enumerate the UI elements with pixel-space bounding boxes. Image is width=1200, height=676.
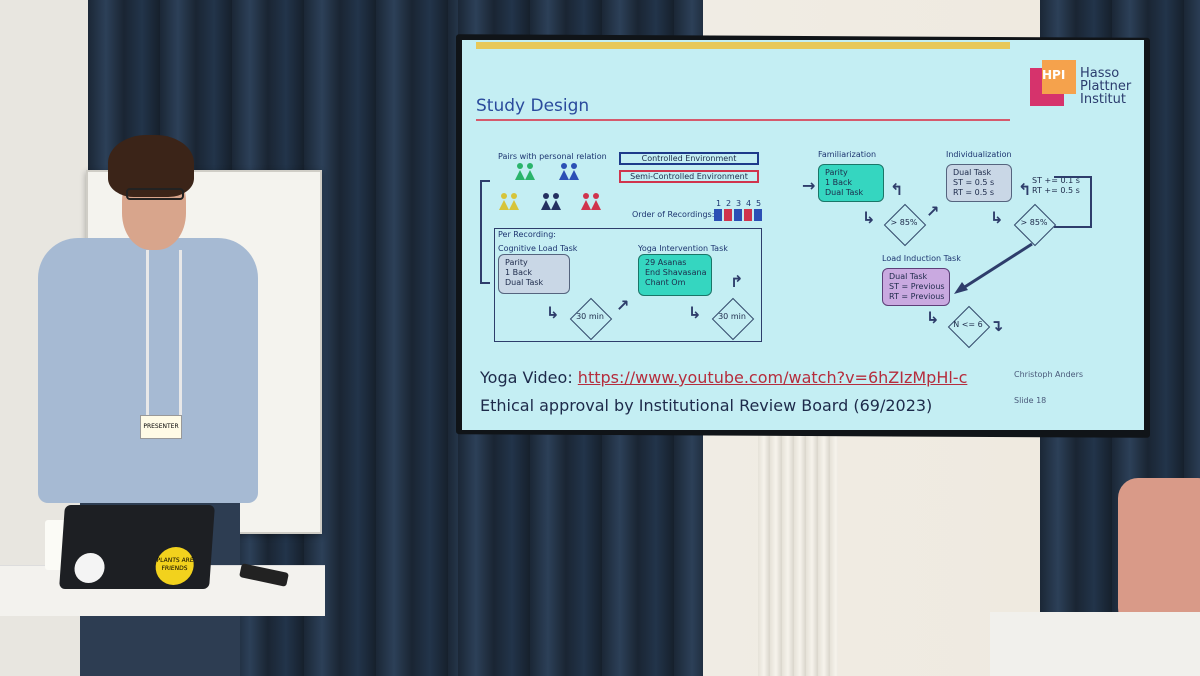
flow-arrow: ↗ <box>926 202 940 221</box>
loop-condition-diamond: N <= 6 <box>947 305 991 349</box>
threshold-diamond-2: > 85% <box>1013 203 1057 247</box>
pairs-figures <box>499 163 601 210</box>
flow-arrow: ↰ <box>1018 180 1032 199</box>
loop-back-line <box>1054 176 1092 228</box>
threshold-diamond-1: > 85% <box>883 203 927 247</box>
flow-arrow: ↳ <box>990 208 1004 227</box>
controlled-env-box: Controlled Environment <box>619 152 759 165</box>
per-recording-label: Per Recording: <box>498 230 556 239</box>
adjustment-text: ST += 0.1 s RT += 0.5 s <box>1032 176 1080 195</box>
lanyard <box>146 250 182 420</box>
slide-title: Study Design <box>476 96 590 116</box>
yoga-video-label: Yoga Video: <box>480 368 578 387</box>
per-recording-frame <box>494 228 762 342</box>
individualization-label: Individualization <box>946 150 1012 159</box>
laptop: PLANTS ARE FRIENDS <box>59 505 215 589</box>
pink-chair <box>1118 478 1200 628</box>
order-label: Order of Recordings: <box>632 210 715 219</box>
flow-arrow: ↳ <box>546 303 560 322</box>
load-induction-box: Dual Task ST = Previous RT = Previous <box>882 268 950 306</box>
yoga-task-label: Yoga Intervention Task <box>638 244 728 253</box>
radiator-column <box>758 430 838 676</box>
familiarization-label: Familiarization <box>818 150 877 159</box>
load-induction-label: Load Induction Task <box>882 254 961 263</box>
loop-bracket <box>480 180 490 284</box>
slide-number: Slide 18 <box>1014 396 1047 405</box>
flow-arrow: ↰ <box>890 180 904 199</box>
flow-arrow: ↗ <box>616 296 630 315</box>
pairs-label: Pairs with personal relation <box>498 152 607 161</box>
side-table <box>990 612 1200 676</box>
diagonal-arrow <box>954 242 1033 294</box>
flow-arrow: → <box>802 176 816 195</box>
laptop-sticker-round <box>73 553 106 583</box>
flow-arrow: ↱ <box>730 272 744 291</box>
yoga-video-line: Yoga Video: https://www.youtube.com/watc… <box>480 368 967 387</box>
cognitive-task-box: Parity 1 Back Dual Task <box>498 254 570 294</box>
slide-top-bar <box>476 42 1010 49</box>
flow-arrow: ↳ <box>862 208 876 227</box>
laptop-sticker: PLANTS ARE FRIENDS <box>154 547 195 585</box>
duration-diamond-2: 30 min <box>711 297 755 341</box>
individualization-box: Dual Task ST = 0.5 s RT = 0.5 s <box>946 164 1012 202</box>
flow-arrow: ↳ <box>926 308 940 327</box>
title-rule <box>476 119 1010 121</box>
author-name: Christoph Anders <box>1014 370 1084 379</box>
flow-arrow: ↳ <box>688 303 702 322</box>
semi-controlled-env-box: Semi-Controlled Environment <box>619 170 759 183</box>
familiarization-box: Parity 1 Back Dual Task <box>818 164 884 202</box>
duration-diamond-1: 30 min <box>569 297 613 341</box>
yoga-video-link[interactable]: https://www.youtube.com/watch?v=6hZIzMpH… <box>577 368 968 387</box>
name-badge: PRESENTER <box>140 415 182 439</box>
ethics-statement: Ethical approval by Institutional Review… <box>480 396 933 415</box>
presenter-hair <box>108 135 194 197</box>
flow-arrow: ↴ <box>990 316 1004 335</box>
cognitive-task-label: Cognitive Load Task <box>498 244 578 253</box>
yoga-task-box: 29 Asanas End Shavasana Chant Om <box>638 254 712 296</box>
glasses <box>126 188 184 200</box>
